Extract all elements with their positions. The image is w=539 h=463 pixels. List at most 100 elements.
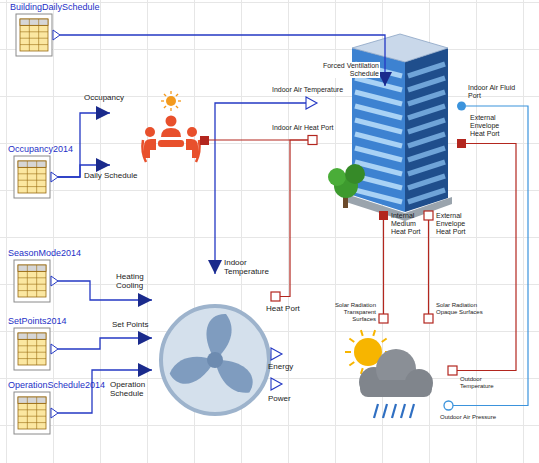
drawing-part: [424, 211, 433, 220]
drawing-part: [355, 78, 402, 90]
drawing-part: [176, 106, 178, 108]
drawing-part: [408, 78, 445, 90]
drawing-part: [20, 31, 48, 32]
drawing-part: [161, 306, 269, 414]
sig-connector: [60, 35, 385, 86]
drawing-part: [196, 140, 200, 162]
drawing-part: [27, 265, 28, 297]
drawing-part: [29, 19, 30, 51]
drawing-part: [20, 19, 48, 25]
drawing-part: [178, 100, 181, 101]
drawing-part: [14, 260, 50, 302]
fluid-connector: [453, 106, 528, 406]
drawing-part: [306, 97, 466, 220]
drawing-part: [379, 211, 388, 220]
drawing-part: [18, 403, 46, 404]
drawing-part: [379, 314, 388, 323]
drawing-part: [352, 34, 448, 62]
drawing-part: [14, 392, 50, 434]
heat-connector: [428, 220, 429, 314]
drawing-part: [51, 344, 58, 354]
drawing-part: [207, 353, 259, 398]
drawing-part: [53, 30, 60, 40]
table-label: Occupancy2014: [8, 144, 73, 154]
table-block: SeasonMode2014: [6, 248, 106, 306]
drawing-part: [18, 339, 46, 340]
drawing-part: [383, 404, 387, 418]
drawing-part: [186, 139, 198, 158]
port-label: Outdoor Air Pressure: [440, 414, 500, 421]
drawing-part: [349, 338, 354, 342]
drawing-part: [457, 102, 466, 111]
drawing-part: [328, 168, 346, 186]
port-label: Indoor Air Temperature: [272, 86, 343, 94]
drawing-part: [18, 277, 46, 278]
drawing-part: [18, 416, 46, 417]
drawing-part: [14, 328, 50, 370]
occupancy-block: OccupancyDaily Schedule: [70, 90, 215, 192]
drawing-part: [51, 344, 58, 354]
table-block: BuildingDailySchedule: [8, 2, 128, 60]
drawing-part: [18, 265, 46, 297]
table-label: SetPoints2014: [8, 316, 67, 326]
drawing-part: [170, 108, 171, 111]
drawing-part: [444, 401, 453, 410]
drawing-part: [18, 422, 46, 423]
drawing-part: [53, 30, 60, 40]
drawing-part: [51, 276, 58, 286]
port-label: Indoor Air Heat Port: [272, 124, 333, 132]
drawing-part: [36, 333, 37, 365]
drawing-part: [355, 106, 402, 118]
port-label: Power: [268, 394, 291, 403]
drawing-part: [392, 404, 396, 418]
drawing-part: [408, 148, 445, 160]
drawing-part: [18, 358, 46, 359]
table-block: SetPoints2014: [6, 316, 106, 374]
drawing-part: [355, 134, 402, 146]
drawing-part: [166, 116, 177, 127]
drawing-part: [36, 265, 37, 297]
port-label: Solar Radiation Opaque Surfaces: [436, 302, 488, 316]
drawing-part: [18, 409, 46, 410]
drawing-part: [345, 330, 433, 418]
drawing-part: [271, 292, 280, 301]
port-label: Solar Radiation Transparent Surfaces: [320, 302, 376, 323]
drawing-part: [161, 128, 181, 137]
drawing-part: [401, 404, 405, 418]
port-label: Set Points: [112, 320, 148, 329]
drawing-part: [187, 127, 197, 137]
drawing-part: [18, 161, 46, 167]
drawing-part: [361, 330, 363, 336]
drawing-part: [448, 366, 457, 375]
drawing-part: [20, 44, 48, 45]
drawing-part: [27, 333, 28, 365]
drawing-part: [18, 352, 46, 353]
drawing-part: [167, 346, 219, 391]
drawing-part: [161, 100, 164, 101]
heat-connector: [280, 140, 308, 297]
port-label: Energy: [268, 362, 293, 371]
drawing-part: [408, 106, 445, 118]
drawing-part: [18, 173, 46, 174]
drawing-part: [18, 186, 46, 187]
drawing-part: [408, 92, 445, 104]
drawing-part: [142, 140, 146, 162]
table-label: OperationSchedule2014: [8, 380, 105, 390]
heat-connector: [383, 220, 384, 314]
port-label: External Envelope Heat Port: [470, 114, 514, 138]
drawing-part: [14, 156, 50, 198]
drawing-part: [18, 284, 46, 285]
drawing-part: [408, 176, 445, 188]
weather-block: Solar Radiation Transparent Surfaces Sola…: [318, 292, 518, 442]
drawing-part: [200, 136, 209, 145]
drawing-part: [51, 408, 58, 418]
drawing-part: [176, 94, 178, 96]
sig-connector: [58, 338, 152, 349]
drawing-part: [164, 94, 166, 96]
drawing-part: [271, 348, 282, 360]
drawing-part: [38, 19, 39, 51]
drawing-part: [36, 161, 37, 193]
port-label: Daily Schedule: [84, 171, 137, 180]
drawing-part: [382, 338, 387, 342]
drawing-part: [345, 351, 351, 353]
